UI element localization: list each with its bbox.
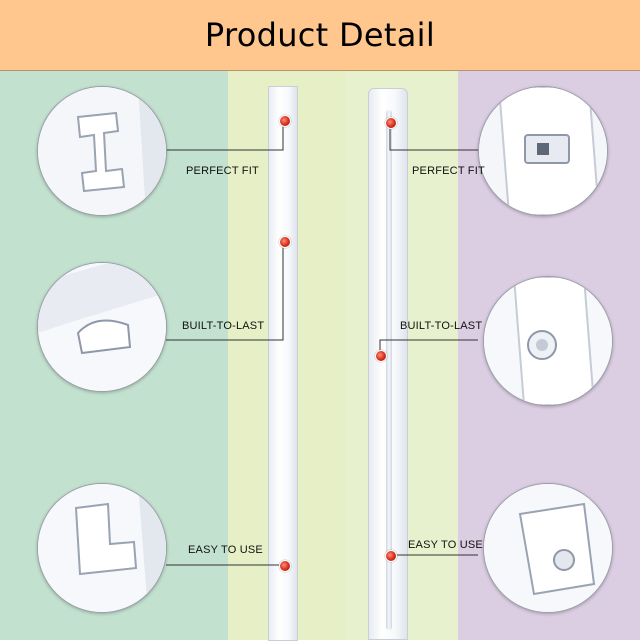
detail-zoom-right-bottom (483, 483, 613, 613)
header-banner: Product Detail (0, 0, 640, 71)
label-perfect-fit-left: PERFECT FIT (186, 165, 259, 177)
page-title: Product Detail (204, 16, 436, 54)
rail-end-tab-icon (38, 87, 166, 215)
marker-dot-left-top (279, 115, 291, 127)
marker-dot-left-bottom (279, 560, 291, 572)
detail-zoom-left-bottom (37, 483, 167, 613)
label-perfect-fit-right: PERFECT FIT (412, 165, 485, 177)
label-easy-to-use-left: EASY TO USE (188, 544, 263, 556)
detail-zoom-left-middle (37, 262, 167, 392)
right-rail-groove (386, 110, 392, 630)
marker-dot-right-top (385, 117, 397, 129)
label-built-to-last-right: BUILT-TO-LAST (400, 320, 483, 332)
left-slide-rail-image (268, 86, 298, 641)
rail-slot-icon (479, 87, 607, 215)
rail-hook-icon (38, 263, 166, 391)
label-built-to-last-left: BUILT-TO-LAST (182, 320, 265, 332)
label-easy-to-use-right: EASY TO USE (408, 539, 483, 551)
rail-roller-icon (484, 277, 612, 405)
rail-end-cap-icon (484, 484, 612, 612)
rail-clip-icon (38, 484, 166, 612)
marker-dot-right-bottom (385, 550, 397, 562)
marker-dot-left-middle (279, 236, 291, 248)
detail-zoom-left-top (37, 86, 167, 216)
marker-dot-right-middle (375, 350, 387, 362)
detail-zoom-right-top (478, 86, 608, 216)
detail-zoom-right-middle (483, 276, 613, 406)
